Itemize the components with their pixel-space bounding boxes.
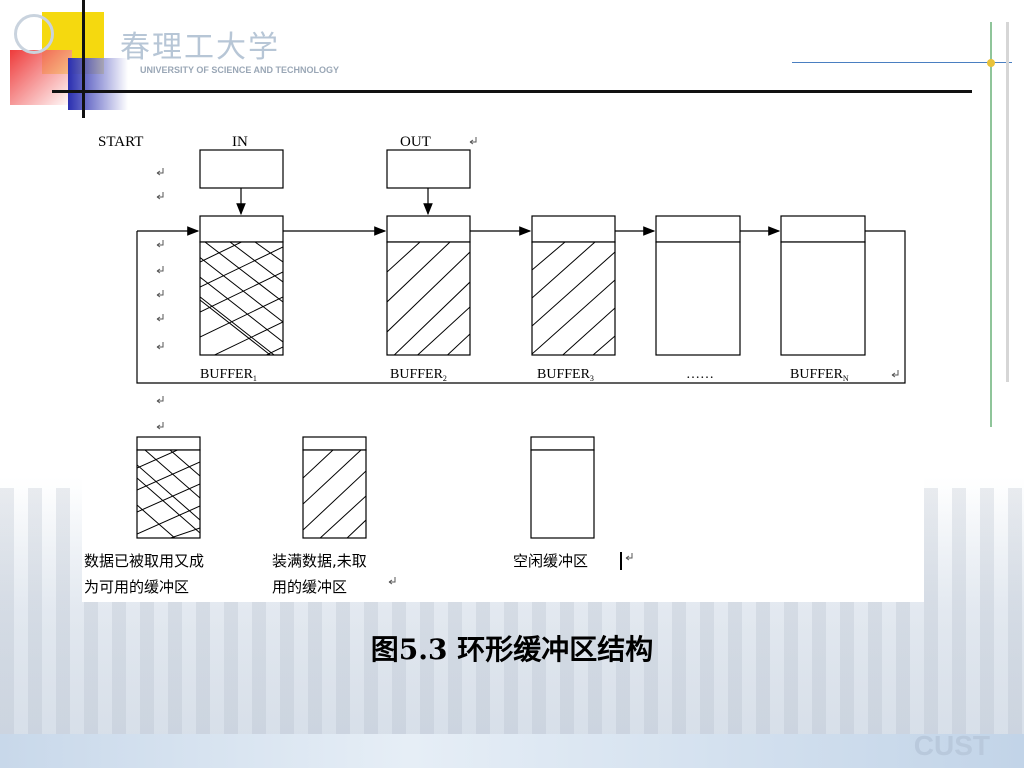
diagram-panel [82,120,924,602]
svg-text:BUFFERN: BUFFERN [790,367,849,383]
university-emblem-icon [14,14,54,54]
buffer-2: BUFFER2 [386,215,471,383]
legend-free-buffer [530,436,595,539]
figure-caption: 图5.3 环形缓冲区结构 [370,633,654,666]
logo-square-blue [68,58,128,110]
buffer-4 [655,215,741,356]
accent-dot [987,59,995,67]
legend-free-line1: 空闲缓冲区 [513,552,588,570]
header-accent-rule [792,62,1012,63]
return-mark-legend-3 [625,553,633,561]
side-rule-grey [1006,22,1009,382]
buffer-2-subscript: 2 [443,374,447,383]
university-logo-text: 春理工大学 [120,30,280,65]
logo-cross-vertical [82,0,85,118]
university-logo-subtitle: UNIVERSITY OF SCIENCE AND TECHNOLOGY [140,65,340,75]
svg-text:BUFFER3: BUFFER3 [537,367,594,383]
buffer-n-subscript: N [843,374,849,383]
return-marks [156,137,477,430]
buffer-1: BUFFER1 [199,215,284,383]
in-pointer-box [199,149,284,189]
buffer-3: BUFFER3 [531,215,616,383]
cust-brand-logo: CUST [913,730,990,761]
out-pointer-box [386,149,471,189]
legend-used-buffer [136,436,201,539]
side-rule-green [990,22,992,427]
out-label: OUT [400,134,431,150]
buffer-n-label: BUFFER [790,367,844,382]
ring-return-line [136,230,906,384]
in-label: IN [232,134,248,150]
buffer-ellipsis: …… [686,367,714,382]
legend-used-line1: 数据已被取用又成 [84,552,204,570]
buffer-3-subscript: 3 [590,374,594,383]
svg-text:BUFFER1: BUFFER1 [200,367,257,383]
start-label: START [98,134,143,150]
footer-band [0,734,1024,768]
buffer-3-label: BUFFER [537,367,591,382]
buffer-1-label: BUFFER [200,367,254,382]
header-rule [52,90,972,93]
buffer-1-subscript: 1 [253,374,257,383]
return-mark-legend-2 [388,577,396,585]
buffer-n: BUFFERN [780,215,899,383]
legend-full-line2: 用的缓冲区 [272,578,347,596]
buffer-2-label: BUFFER [390,367,444,382]
logo-squares [0,0,142,120]
legend-used-line2: 为可用的缓冲区 [84,578,189,596]
legend-full-line1: 装满数据,未取 [272,552,367,570]
legend-full-buffer [302,436,367,539]
svg-text:BUFFER2: BUFFER2 [390,367,447,383]
logo-square-red [10,50,72,105]
